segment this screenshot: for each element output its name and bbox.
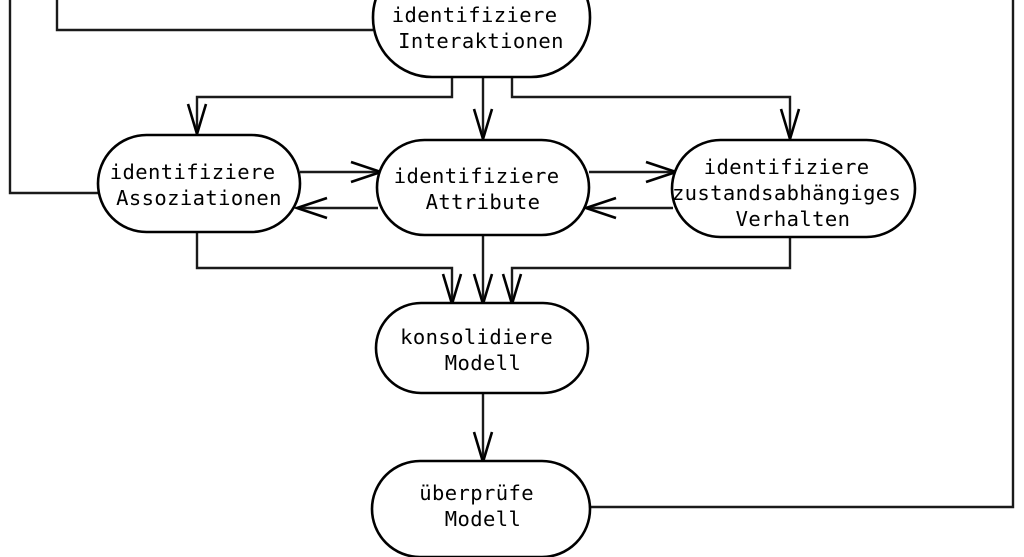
node-line-1: identifiziere	[704, 155, 870, 179]
node-label-attribute: identifiziere Attribute	[394, 164, 572, 214]
node-shape-konsolidiere	[374, 301, 590, 395]
node-line-2: zustandsabhängiges	[672, 181, 901, 205]
edge-interaktionen-to-verhalten	[510, 77, 792, 139]
node-line-1: identifiziere	[110, 160, 276, 184]
node-konsolidiere-modell[interactable]: konsolidiere Modell	[374, 301, 590, 395]
node-line-2: Interaktionen	[398, 29, 564, 53]
node-line-1: konsolidiere	[400, 325, 553, 349]
node-line-3: Verhalten	[736, 207, 851, 231]
node-line-2: Modell	[445, 351, 521, 375]
node-shape-assoziationen	[96, 133, 302, 234]
arrowhead-verhalten-to-attribute	[581, 196, 617, 220]
node-line-1: identifiziere	[394, 164, 560, 188]
node-line-2: Assoziationen	[116, 186, 282, 210]
edge-assoziationen-to-konsolidiere	[195, 232, 454, 304]
node-label-assoziationen: identifiziere Assoziationen	[110, 160, 288, 210]
node-shape-verhalten	[670, 138, 917, 239]
node-label-verhalten: identifiziere zustandsabhängiges Verhalt…	[672, 155, 914, 231]
node-label-ueberpruefe: überprüfe Modell	[419, 481, 546, 531]
node-label-interaktionen: identifiziere Interaktionen	[392, 3, 570, 53]
edge-interaktionen-to-assoziationen	[195, 77, 454, 134]
edge-verhalten-to-konsolidiere	[510, 237, 792, 304]
node-identifiziere-assoziationen[interactable]: identifiziere Assoziationen	[96, 133, 302, 234]
node-line-1: identifiziere	[392, 3, 558, 27]
node-shape-interaktionen	[371, 0, 592, 79]
node-line-2: Attribute	[426, 190, 541, 214]
edge-ueberpruefe-loopback-right	[590, 0, 1015, 509]
arrowhead-attribute-to-assoziationen	[292, 196, 328, 220]
edge-loopback-left-to-assoziationen	[8, 0, 110, 195]
node-line-1: überprüfe	[419, 481, 534, 505]
node-shape-ueberpruefe	[370, 459, 592, 557]
node-identifiziere-zustandsabhaengiges-verhalten[interactable]: identifiziere zustandsabhängiges Verhalt…	[670, 138, 917, 239]
node-identifiziere-interaktionen[interactable]: identifiziere Interaktionen	[371, 0, 592, 79]
edge-group	[8, 0, 1015, 509]
node-shape-attribute	[375, 138, 591, 237]
node-ueberpruefe-modell[interactable]: überprüfe Modell	[370, 459, 592, 557]
node-line-2: Modell	[445, 507, 521, 531]
node-identifiziere-attribute[interactable]: identifiziere Attribute	[375, 138, 591, 237]
edge-interaktionen-loopback-left	[55, 0, 373, 32]
node-label-konsolidiere: konsolidiere Modell	[400, 325, 566, 375]
